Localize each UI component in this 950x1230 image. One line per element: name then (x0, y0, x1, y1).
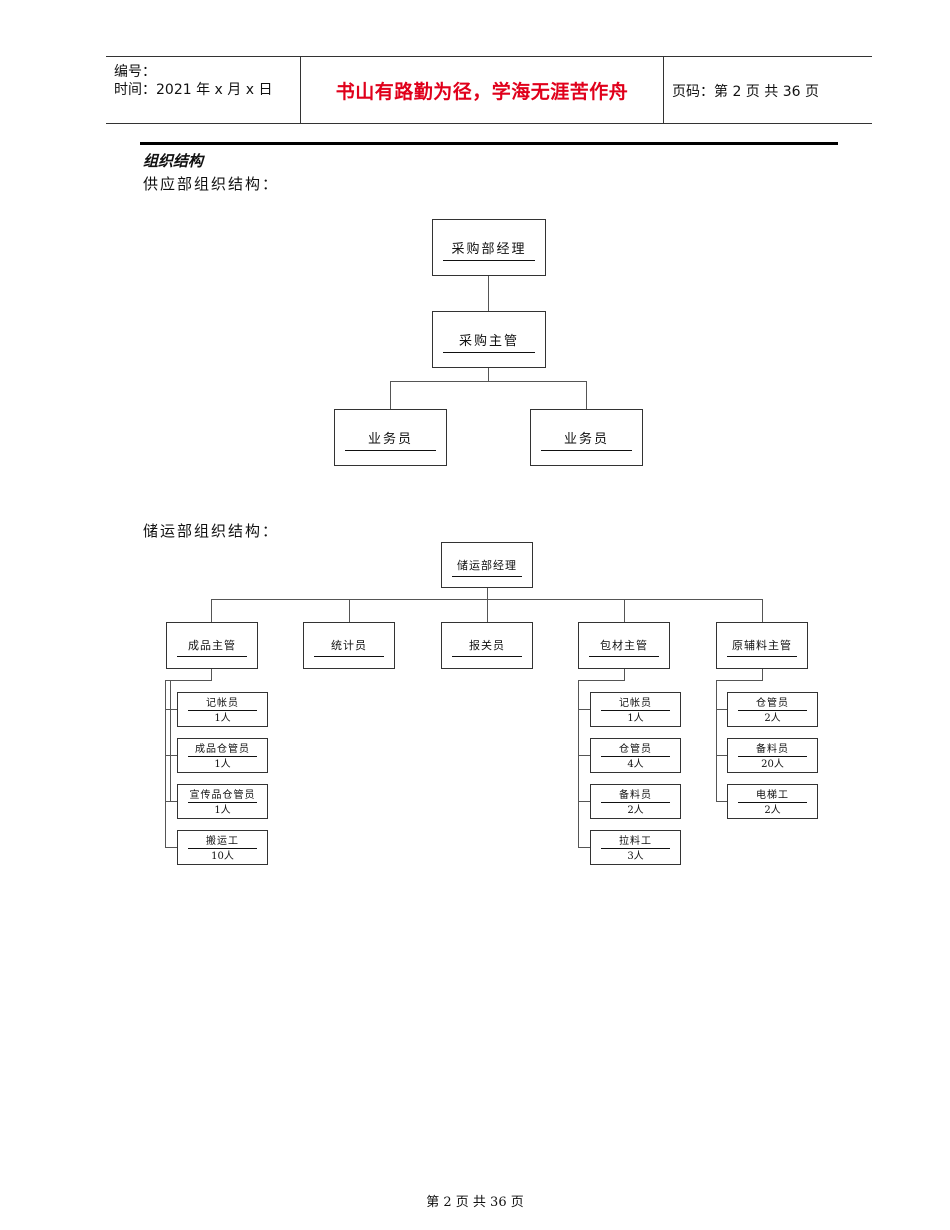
org-node-label: 储运部经理 (452, 557, 522, 577)
org-node-promo-goods-keeper: 宣传品仓管员 1人 (177, 784, 268, 819)
org-node-label: 原辅料主管 (727, 637, 797, 657)
org-node-label: 电梯工 (738, 786, 807, 803)
org-node-packaging-supervisor: 包材主管 (578, 622, 670, 669)
org-node-headcount: 10人 (211, 851, 234, 862)
connector-line (716, 680, 763, 681)
org-node-headcount: 1人 (214, 713, 231, 724)
org-node-label: 包材主管 (589, 637, 659, 657)
connector-line (578, 709, 591, 710)
connector-line (165, 680, 166, 848)
connector-line (716, 709, 729, 710)
org-node-elevator-operator: 电梯工 2人 (727, 784, 818, 819)
org-node-headcount: 1人 (214, 805, 231, 816)
storage-chart-title: 储运部组织结构： (143, 522, 280, 540)
org-node-label: 业务员 (541, 428, 632, 451)
org-node-label: 统计员 (314, 637, 384, 657)
connector-line (762, 669, 763, 680)
org-node-storage-manager: 储运部经理 (441, 542, 533, 588)
connector-line (488, 276, 489, 312)
document-number-label: 编号： (114, 64, 156, 80)
connector-line (578, 680, 579, 848)
header-info-cell: 编号： 时间：2021 年 x 月 x 日 (106, 57, 301, 123)
org-node-headcount: 1人 (627, 713, 644, 724)
connector-line (170, 680, 171, 802)
connector-line (165, 801, 178, 802)
connector-line (487, 599, 488, 623)
org-node-headcount: 2人 (764, 805, 781, 816)
connector-line (716, 801, 729, 802)
org-node-raw-materials-supervisor: 原辅料主管 (716, 622, 808, 669)
connector-line (762, 599, 763, 623)
org-node-label: 采购部经理 (443, 238, 535, 261)
org-node-headcount: 3人 (627, 851, 644, 862)
connector-line (488, 368, 489, 382)
org-node-purchasing-supervisor: 采购主管 (432, 311, 546, 368)
org-node-salesperson: 业务员 (334, 409, 447, 466)
connector-line (390, 381, 391, 410)
supply-chart-title: 供应部组织结构： (143, 175, 280, 193)
connector-line (578, 847, 591, 848)
org-node-material-puller: 拉料工 3人 (590, 830, 681, 865)
section-title: 组织结构 (143, 152, 204, 170)
org-node-label: 成品主管 (177, 637, 247, 657)
connector-line (165, 755, 178, 756)
org-node-finished-goods-keeper: 成品仓管员 1人 (177, 738, 268, 773)
connector-line (624, 599, 625, 623)
connector-line (716, 755, 729, 756)
org-node-label: 报关员 (452, 637, 522, 657)
connector-line (211, 599, 212, 623)
org-node-finished-goods-supervisor: 成品主管 (166, 622, 258, 669)
connector-line (349, 599, 350, 623)
org-node-label: 备料员 (738, 740, 807, 757)
org-node-purchasing-manager: 采购部经理 (432, 219, 546, 276)
connector-line (578, 680, 625, 681)
connector-line (165, 680, 212, 681)
org-node-statistician: 统计员 (303, 622, 395, 669)
org-node-label: 仓管员 (738, 694, 807, 711)
connector-line (487, 587, 488, 600)
org-node-label: 仓管员 (601, 740, 670, 757)
org-node-salesperson: 业务员 (530, 409, 643, 466)
connector-line (624, 669, 625, 680)
connector-line (586, 381, 587, 410)
org-node-label: 业务员 (345, 428, 436, 451)
org-node-headcount: 2人 (627, 805, 644, 816)
connector-line (716, 680, 717, 802)
org-node-label: 采购主管 (443, 330, 535, 353)
org-node-warehouse-keeper: 仓管员 4人 (590, 738, 681, 773)
org-node-label: 宣传品仓管员 (188, 786, 257, 803)
org-node-label: 记帐员 (601, 694, 670, 711)
org-node-headcount: 20人 (761, 759, 784, 770)
connector-line (165, 709, 178, 710)
header-motto: 书山有路勤为径，学海无涯苦作舟 (335, 81, 629, 103)
org-node-headcount: 1人 (214, 759, 231, 770)
org-node-bookkeeper: 记帐员 1人 (590, 692, 681, 727)
page-footer: 第 2 页 共 36 页 (426, 1195, 524, 1210)
connector-line (211, 669, 212, 680)
org-node-label: 拉料工 (601, 832, 670, 849)
document-time-label: 时间：2021 年 x 月 x 日 (114, 82, 273, 98)
org-node-label: 备料员 (601, 786, 670, 803)
connector-line (165, 847, 178, 848)
org-node-label: 成品仓管员 (188, 740, 257, 757)
header-motto-cell: 书山有路勤为径，学海无涯苦作舟 (301, 57, 664, 123)
org-node-customs-declarant: 报关员 (441, 622, 533, 669)
org-node-warehouse-keeper: 仓管员 2人 (727, 692, 818, 727)
org-node-material-preparer: 备料员 2人 (590, 784, 681, 819)
org-node-porter: 搬运工 10人 (177, 830, 268, 865)
connector-line (578, 801, 591, 802)
header-page-cell: 页码：第 2 页 共 36 页 (664, 57, 872, 123)
org-node-label: 搬运工 (188, 832, 257, 849)
page-header: 编号： 时间：2021 年 x 月 x 日 书山有路勤为径，学海无涯苦作舟 页码… (106, 56, 872, 124)
connector-line (390, 381, 587, 382)
connector-line (578, 755, 591, 756)
org-node-label: 记帐员 (188, 694, 257, 711)
org-node-material-preparer: 备料员 20人 (727, 738, 818, 773)
org-node-headcount: 4人 (627, 759, 644, 770)
org-node-bookkeeper: 记帐员 1人 (177, 692, 268, 727)
section-divider (140, 142, 838, 145)
header-page-number: 页码：第 2 页 共 36 页 (672, 84, 819, 100)
org-node-headcount: 2人 (764, 713, 781, 724)
